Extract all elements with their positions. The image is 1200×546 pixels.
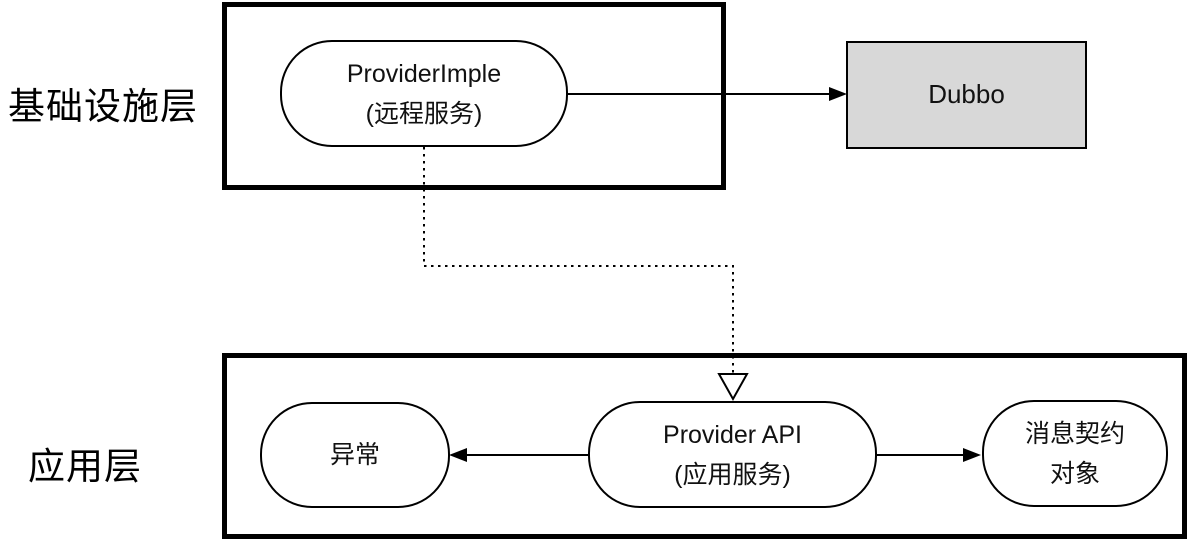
application-layer-label: 应用层 bbox=[28, 446, 142, 487]
provider-imple-name: ProviderImple bbox=[346, 59, 502, 88]
infrastructure-layer-label: 基础设施层 bbox=[8, 86, 198, 127]
provider-api-name: Provider API bbox=[663, 420, 802, 449]
provider-imple-subtitle: (远程服务) bbox=[365, 99, 483, 128]
exception-label: 异常 bbox=[329, 441, 380, 469]
message-contract-line1: 消息契约 bbox=[1024, 419, 1125, 448]
provider-api-node: Provider API (应用服务) bbox=[588, 401, 877, 508]
dubbo-node: Dubbo bbox=[846, 41, 1087, 149]
exception-node: 异常 bbox=[260, 402, 450, 508]
filled-arrowhead-icon bbox=[829, 87, 847, 101]
provider-api-subtitle: (应用服务) bbox=[674, 460, 791, 489]
message-contract-node: 消息契约 对象 bbox=[982, 400, 1168, 507]
message-contract-line2: 对象 bbox=[1049, 459, 1100, 488]
provider-imple-node: ProviderImple (远程服务) bbox=[280, 40, 568, 147]
dubbo-label: Dubbo bbox=[928, 79, 1005, 110]
